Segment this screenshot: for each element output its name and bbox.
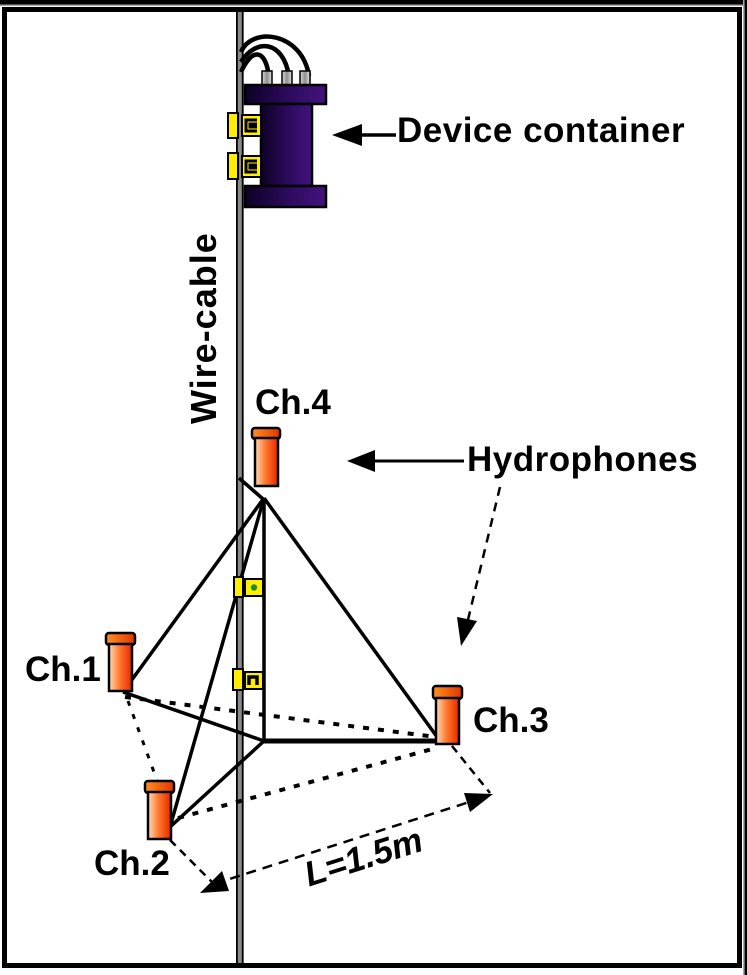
- connector-pin: [281, 70, 293, 86]
- tetrahedron-base-dashed: [124, 695, 437, 820]
- channel-label-ch1: Ch.1: [25, 650, 101, 689]
- hydrophone-ch2: [143, 779, 176, 841]
- channel-label-ch2: Ch.2: [94, 844, 170, 883]
- container-cable-3: [238, 52, 272, 77]
- dimension-arrow: [169, 745, 493, 893]
- connector-pin: [261, 70, 273, 86]
- wire-cable: [236, 12, 244, 963]
- dimension-arrowhead-left: [200, 871, 229, 893]
- tetrahedron-frame: [121, 476, 442, 829]
- connector-pin: [299, 70, 311, 86]
- hydrophones-arrow-icon: [347, 450, 464, 472]
- wire-cable-label: Wire-cable: [183, 232, 224, 424]
- hydrophone-ch1: [104, 631, 137, 693]
- device-container-label: Device container: [397, 111, 686, 150]
- cable-clamp-top-1: [227, 112, 262, 139]
- cable-clamp-mid-1: [233, 576, 264, 598]
- clamp-glyph: [244, 118, 257, 133]
- container-body: [259, 102, 314, 188]
- container-bottom-flange: [243, 184, 328, 209]
- dimension-arrowhead-right: [464, 793, 493, 812]
- cable-clamp-top-2: [227, 152, 262, 180]
- channel-label-ch3: Ch.3: [473, 701, 549, 740]
- device-container-arrow-icon: [332, 124, 396, 146]
- container-cable-2: [239, 43, 292, 77]
- apex-tie-line: [237, 476, 265, 501]
- hydrophones-label: Hydrophones: [467, 440, 699, 479]
- container-cable-1: [238, 34, 312, 77]
- clamp-glyph: [244, 159, 257, 174]
- clamp-dot: [250, 584, 258, 591]
- channel-label-ch4: Ch.4: [255, 383, 331, 422]
- container-top-flange: [243, 83, 328, 106]
- cable-clamp-mid-2: [232, 668, 264, 691]
- hydrophone-ch4: [250, 426, 282, 488]
- clamp-glyph: [247, 675, 259, 685]
- hydrophones-dashed-arrow-icon: [457, 486, 502, 646]
- hydrophone-ch3: [431, 684, 464, 746]
- device-container: [238, 34, 328, 209]
